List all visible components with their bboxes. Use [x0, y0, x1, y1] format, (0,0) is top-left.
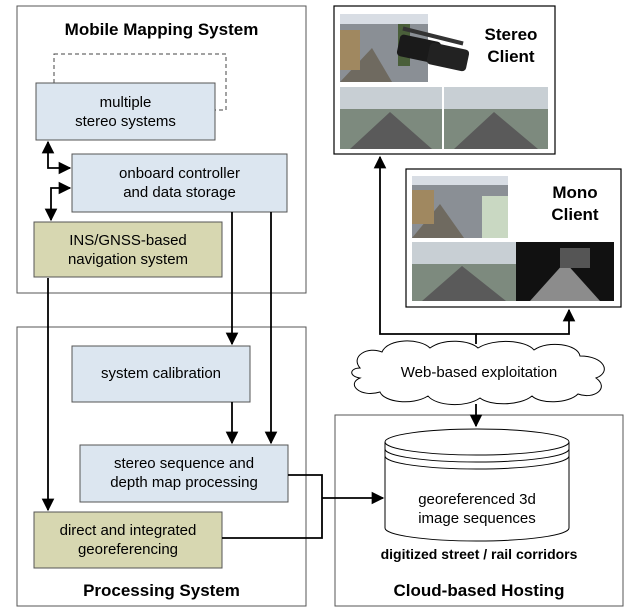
web-cloud-shape	[351, 340, 605, 405]
web-exploitation-label: Web-based exploitation	[400, 364, 558, 381]
mono-screenshot-thumb	[412, 176, 508, 238]
ins-gnss-box	[33, 221, 223, 278]
stereo-client-title: Stereo Client	[484, 25, 538, 66]
stereo-glasses-icon	[396, 26, 470, 72]
georeferencing-box	[33, 511, 223, 569]
database-label: georeferenced 3d image sequences	[418, 491, 536, 527]
calibration-label: system calibration	[100, 365, 222, 382]
stereo-sequence-label: stereo sequence and depth map processing	[110, 455, 258, 491]
processing-title: Processing System	[83, 581, 240, 600]
stereo-pair-thumb	[340, 87, 548, 149]
mono-client-title: Mono Client	[551, 183, 599, 224]
cloud-title: Cloud-based Hosting	[393, 581, 565, 600]
onboard-controller-label: onboard controller and data storage	[119, 165, 240, 201]
stereo-sequence-box	[79, 444, 289, 503]
ins-gnss-label: INS/GNSS-based navigation system	[67, 232, 189, 268]
mobile-mapping-title: Mobile Mapping System	[64, 20, 259, 39]
stereo-systems-box	[35, 82, 216, 141]
calibration-box	[71, 345, 251, 403]
database-cylinder	[384, 428, 570, 542]
onboard-controller-box	[71, 153, 288, 213]
connectors	[41, 140, 576, 539]
corridors-label: digitized street / rail corridors	[380, 546, 578, 562]
mono-image-depth-thumb	[412, 242, 614, 301]
georeferencing-label: direct and integrated georeferencing	[59, 522, 197, 558]
stereo-systems-label: multiple stereo systems	[75, 94, 176, 130]
